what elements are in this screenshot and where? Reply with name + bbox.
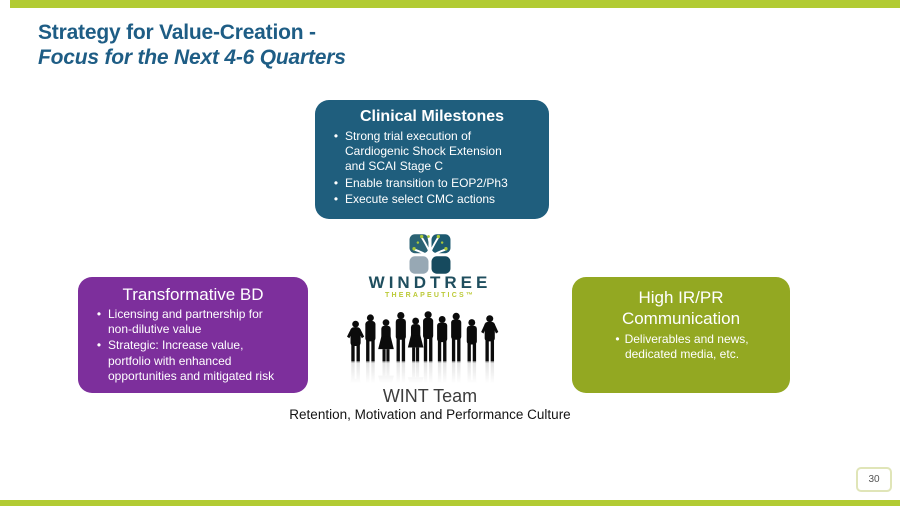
list-item: Strong trial execution of Cardiogenic Sh… [327,129,539,175]
bullet-marker [90,338,108,384]
page-number-badge: 30 [856,467,892,492]
list-item: Licensing and partnership for non-diluti… [90,307,298,337]
bullet-marker [327,192,345,207]
bottom-accent-bar [0,500,900,506]
bullet-marker [327,176,345,191]
transformative-bd-box: Transformative BD Licensing and partners… [78,277,308,393]
bullet-marker [327,129,345,175]
team-subtitle: Retention, Motivation and Performance Cu… [289,407,571,422]
clinical-box-title: Clinical Milestones [359,108,505,125]
reflection-fade [347,361,503,387]
clinical-bullet-list: Strong trial execution of Cardiogenic Sh… [315,129,549,207]
irpr-bullet-list: Deliverables and news, dedicated media, … [572,332,790,362]
top-accent-bar [10,0,900,8]
clinical-milestones-box: Clinical Milestones Strong trial executi… [315,100,549,219]
list-item: Deliverables and news, dedicated media, … [600,332,765,362]
list-item: Enable transition to EOP2/Ph3 [327,176,539,191]
irpr-box-title: High IR/PR Communication [621,288,741,328]
logo-tagline: THERAPEUTICS™ [384,292,476,299]
slide-title: Strategy for Value-Creation - Focus for … [38,20,346,70]
title-line-2: Focus for the Next 4-6 Quarters [38,46,346,69]
bullet-marker [90,307,108,337]
windtree-tree-logo-icon [409,234,451,275]
list-item: Execute select CMC actions [327,192,539,207]
high-irpr-communication-box: High IR/PR Communication Deliverables an… [572,277,790,393]
list-item: Strategic: Increase value, portfolio wit… [90,338,298,384]
team-silhouette-image [347,303,503,387]
title-line-1: Strategy for Value-Creation - [38,21,316,44]
team-label: WINT Team [382,386,478,406]
logo-wordmark: WINDTREE [368,273,492,292]
bd-bullet-list: Licensing and partnership for non-diluti… [78,307,308,384]
bd-box-title: Transformative BD [122,285,264,304]
bullet-marker [615,332,624,346]
